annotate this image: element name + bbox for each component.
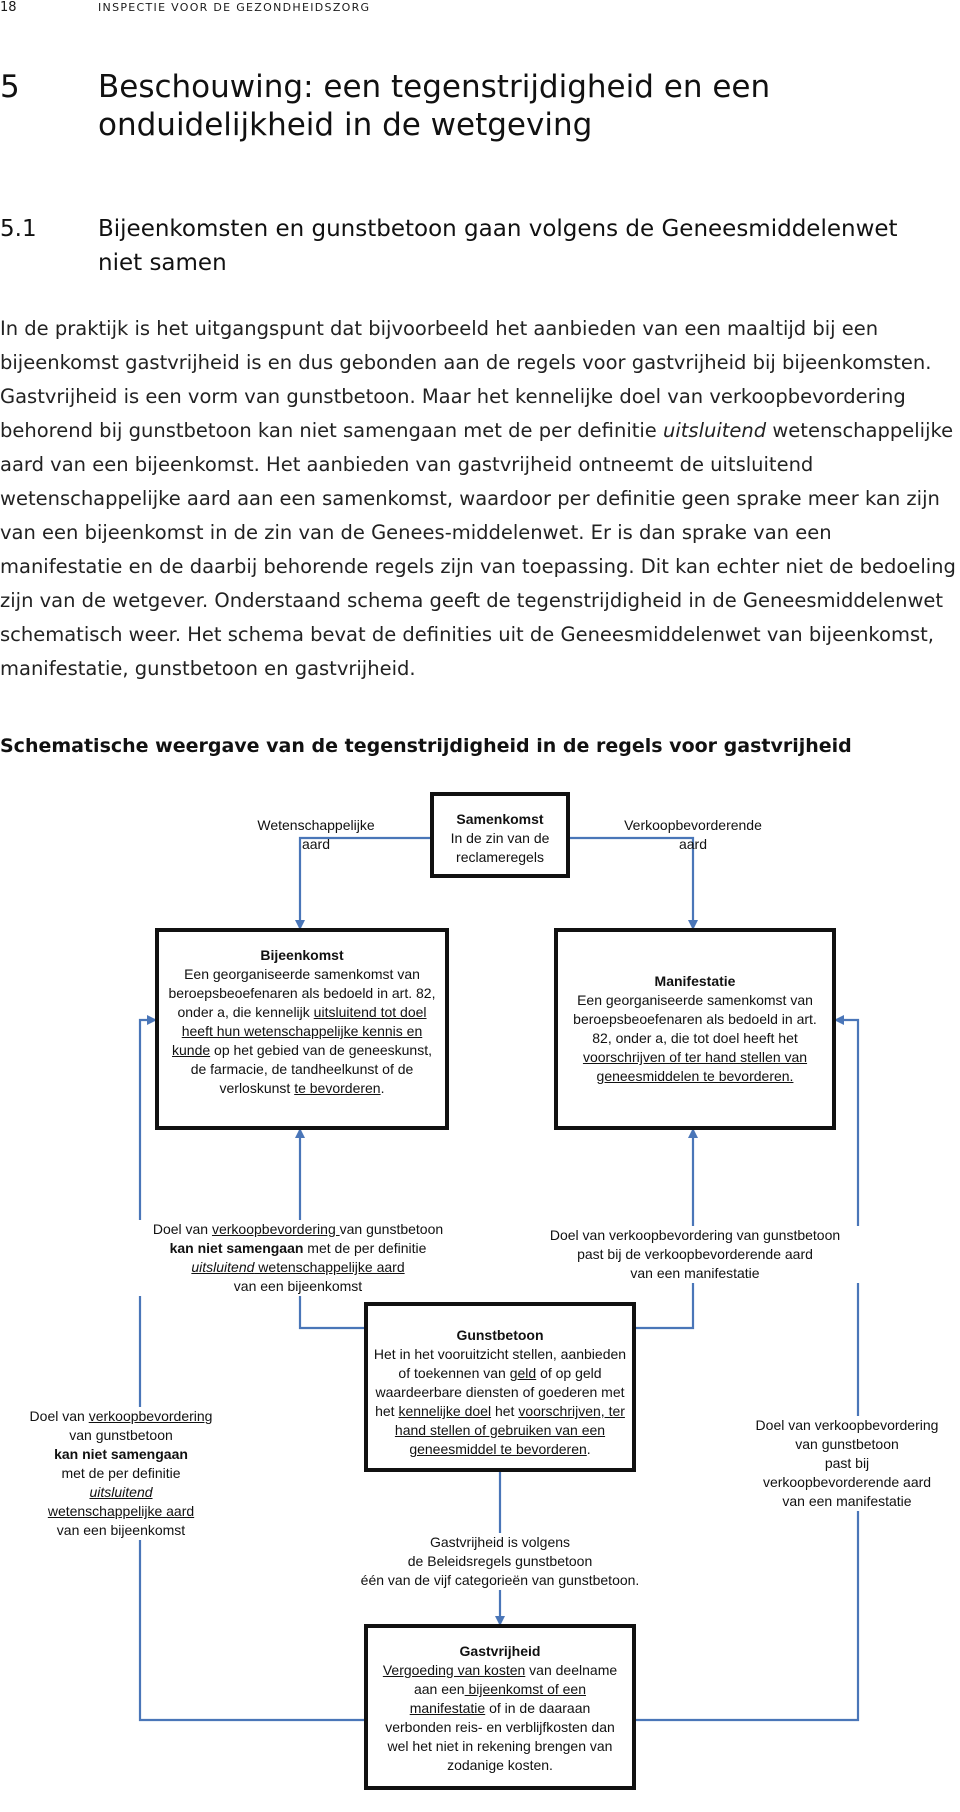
connector-gastvrijheid-left: [138, 1015, 384, 1722]
gastvrijheid-text-2: of in de daaraan verbonden reis- en verb…: [385, 1700, 615, 1773]
bijeenkomst-box: Bijeenkomst Een georganiseerde samenkoms…: [155, 928, 449, 1130]
connector-samenkomst-left: [295, 836, 430, 930]
label-left-line7: van een bijeenkomst: [56, 1522, 186, 1538]
label-bottom-line2: de Beleidsregels gunstbetoon: [407, 1553, 593, 1569]
label-doel-past-bij-mid: Doel van verkoopbevordering van gunstbet…: [520, 1226, 870, 1283]
label-right-line4: verkoopbevorderende aard: [762, 1474, 932, 1490]
gastvrijheid-title: Gastvrijheid: [459, 1643, 541, 1659]
label-gastvrijheid-categorie: Gastvrijheid is volgens de Beleidsregels…: [320, 1533, 680, 1590]
samenkomst-line2: reclameregels: [456, 849, 544, 865]
bijeenkomst-underline-1: uitsluitend tot doel heeft hun wetenscha…: [172, 1004, 427, 1058]
label-mid-right-line2: past bij de verkoopbevorderende aard: [577, 1246, 813, 1262]
gunstbetoon-underline-1: geld: [509, 1365, 537, 1381]
gunstbetoon-text-4: .: [586, 1441, 591, 1457]
label-mid-left-line2: kan niet samengaan met de per definitie: [169, 1240, 427, 1256]
label-doel-niet-samengaan-left: Doel van verkoopbevordering van gunstbet…: [16, 1407, 226, 1540]
label-right-line3: past bij: [824, 1455, 870, 1471]
manifestatie-box: Manifestatie Een georganiseerde samenkom…: [554, 928, 836, 1130]
label-wetenschappelijke-aard-line1: Wetenschappelijke: [257, 817, 375, 833]
label-bottom-line3: één van de vijf categorieën van gunstbet…: [360, 1572, 640, 1588]
manifestatie-title: Manifestatie: [654, 973, 736, 989]
gunstbetoon-title: Gunstbetoon: [456, 1327, 544, 1343]
label-right-line1: Doel van verkoopbevordering: [755, 1417, 939, 1433]
label-mid-right-line1: Doel van verkoopbevordering van gunstbet…: [549, 1227, 841, 1243]
label-verkoopbevorderende-aard-line2: aard: [678, 836, 708, 852]
gunstbetoon-box: Gunstbetoon Het in het vooruitzicht stel…: [364, 1302, 636, 1472]
connector-gunstbetoon-bijeenkomst: [295, 1128, 364, 1330]
label-left-line3: kan niet samengaan: [54, 1446, 188, 1462]
body-paragraph: In de praktijk is het uitgangspunt dat b…: [0, 312, 958, 686]
gunstbetoon-text-1: Het in het vooruitzicht stellen, aanbied…: [373, 1346, 627, 1381]
running-head: INSPECTIE VOOR DE GEZONDHEIDSZORG: [98, 1, 371, 14]
gunstbetoon-underline-3: voorschrijven, ter hand stellen of gebru…: [394, 1403, 625, 1457]
label-right-line5: van een manifestatie: [782, 1493, 912, 1509]
gunstbetoon-text-3: het: [491, 1403, 519, 1419]
paragraph-text-1: In de praktijk is het uitgangspunt dat b…: [0, 317, 932, 442]
bijeenkomst-text-1: Een georganiseerde samenkomst van beroep…: [168, 966, 436, 1020]
gunstbetoon-text-2: of op geld waardeerbare diensten of goed…: [375, 1365, 625, 1419]
label-left-line6: wetenschappelijke aard: [47, 1503, 195, 1519]
connector-gastvrijheid-right: [606, 1015, 860, 1722]
gastvrijheid-underline-1: Vergoeding van kosten: [382, 1662, 526, 1678]
label-wetenschappelijke-aard-line2: aard: [301, 836, 331, 852]
gunstbetoon-underline-2: kennelijke doel: [398, 1403, 492, 1419]
samenkomst-line1: In de zin van de: [450, 830, 550, 846]
label-wetenschappelijke-aard: Wetenschappelijke aard: [238, 816, 394, 854]
label-right-line2: van gunstbetoon: [795, 1436, 899, 1452]
scheme-title: Schematische weergave van de tegenstrijd…: [0, 735, 852, 757]
gastvrijheid-underline-2: bijeenkomst of een manifestatie: [409, 1681, 586, 1716]
label-bottom-line1: Gastvrijheid is volgens: [429, 1534, 571, 1550]
chapter-title: Beschouwing: een tegenstrijdigheid en ee…: [98, 69, 771, 143]
label-mid-right-line3: van een manifestatie: [630, 1265, 760, 1281]
connector-gunstbetoon-manifestatie: [632, 1128, 698, 1330]
paragraph-italic: uitsluitend: [663, 419, 767, 442]
section-number: 5.1: [0, 216, 37, 242]
bijeenkomst-text-2: op het gebied van de geneeskunst, de far…: [190, 1042, 432, 1096]
label-doel-niet-samengaan-mid: Doel van verkoopbevordering van gunstbet…: [128, 1220, 468, 1296]
label-mid-left-line4: van een bijeenkomst: [233, 1278, 363, 1294]
page-number: 18: [0, 0, 17, 15]
gastvrijheid-text-1: van deelname aan een: [413, 1662, 618, 1697]
label-doel-past-bij-right: Doel van verkoopbevordering van gunstbet…: [740, 1416, 954, 1511]
bijeenkomst-text-3: .: [380, 1080, 385, 1096]
manifestatie-underline-1: voorschrijven of ter hand stellen van ge…: [582, 1049, 808, 1084]
gastvrijheid-box: Gastvrijheid Vergoeding van kosten van d…: [364, 1624, 636, 1790]
connector-samenkomst-right: [570, 836, 698, 930]
chapter-number: 5: [0, 69, 20, 105]
label-verkoopbevorderende-aard: Verkoopbevorderende aard: [590, 816, 796, 854]
label-mid-left-line1: Doel van verkoopbevordering van gunstbet…: [152, 1221, 444, 1237]
samenkomst-box: Samenkomst In de zin van de reclameregel…: [430, 792, 570, 878]
label-left-line2: van gunstbetoon: [69, 1427, 173, 1443]
label-verkoopbevorderende-aard-line1: Verkoopbevorderende: [624, 817, 762, 833]
label-mid-left-line3: uitsluitend wetenschappelijke aard: [191, 1259, 405, 1275]
bijeenkomst-underline-2: te bevorderen: [294, 1080, 381, 1096]
bijeenkomst-title: Bijeenkomst: [260, 947, 344, 963]
label-left-line4: met de per definitie: [61, 1465, 181, 1481]
manifestatie-text-1: Een georganiseerde samenkomst van beroep…: [573, 992, 817, 1046]
paragraph-text-2: wetenschappelijke aard van een bijeenkom…: [0, 419, 956, 680]
samenkomst-title: Samenkomst: [456, 811, 544, 827]
label-left-line1: Doel van verkoopbevordering: [29, 1408, 213, 1424]
section-title: Bijeenkomsten en gunstbetoon gaan volgen…: [98, 216, 898, 276]
label-left-line5: uitsluitend: [89, 1484, 153, 1500]
